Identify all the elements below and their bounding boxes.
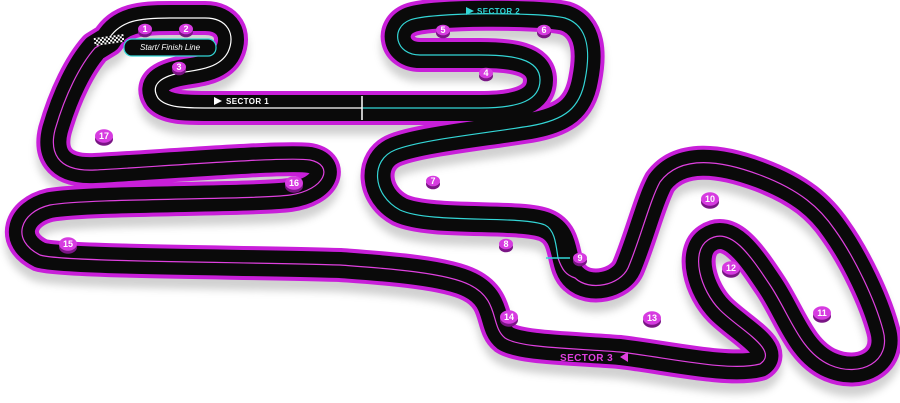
turn-marker-17: 17 <box>95 129 113 146</box>
turn-marker-top <box>499 238 513 250</box>
turn-number: 6 <box>541 25 546 35</box>
turn-marker-top <box>59 237 77 251</box>
turn-marker-13: 13 <box>643 311 661 328</box>
turn-number: 15 <box>63 239 73 249</box>
turn-marker-6: 6 <box>537 24 551 39</box>
turn-number: 14 <box>504 312 514 322</box>
turn-marker-15: 15 <box>59 237 77 254</box>
turn-marker-7: 7 <box>426 175 440 190</box>
turn-number: 11 <box>817 308 827 318</box>
sector-1-label: SECTOR 1 <box>214 97 269 106</box>
sector-1-text: SECTOR 1 <box>226 97 269 106</box>
turn-marker-11: 11 <box>813 306 831 323</box>
turn-number: 17 <box>99 131 109 141</box>
turn-marker-top <box>172 61 186 73</box>
turn-marker-5: 5 <box>436 24 450 39</box>
turn-marker-top <box>701 192 719 206</box>
turn-marker-top <box>179 23 193 35</box>
turn-marker-14: 14 <box>500 310 518 327</box>
turn-number: 13 <box>647 313 657 323</box>
sector-3-text: SECTOR 3 <box>560 353 613 364</box>
sector-2-arrow-icon <box>466 7 474 15</box>
turn-marker-top <box>138 23 152 35</box>
turn-marker-top <box>426 175 440 187</box>
turn-marker-top <box>500 310 518 324</box>
sector-2-racing-line <box>361 13 589 259</box>
sector-3-racing-line <box>21 39 886 371</box>
turn-marker-1: 1 <box>138 23 152 38</box>
turn-marker-top <box>285 176 303 190</box>
sector-1-arrow-icon <box>214 97 222 105</box>
turn-marker-16: 16 <box>285 176 303 193</box>
turn-number: 7 <box>430 176 435 186</box>
turn-marker-8: 8 <box>499 238 513 253</box>
turn-marker-top <box>813 306 831 320</box>
sector-2-label: SECTOR 2 <box>466 7 520 16</box>
start-finish-label: Start/ Finish Line <box>123 38 217 57</box>
turn-marker-top <box>95 129 113 143</box>
sector-1-racing-line <box>107 17 363 109</box>
turn-number: 10 <box>705 194 715 204</box>
turn-marker-top <box>573 252 587 264</box>
turn-number: 16 <box>289 178 299 188</box>
turn-marker-top <box>537 24 551 36</box>
turn-number: 8 <box>503 239 508 249</box>
turn-marker-12: 12 <box>722 261 740 278</box>
turn-marker-top <box>436 24 450 36</box>
turn-marker-top <box>643 311 661 325</box>
turn-marker-4: 4 <box>479 67 493 82</box>
turn-marker-2: 2 <box>179 23 193 38</box>
turn-marker-10: 10 <box>701 192 719 209</box>
turn-number: 1 <box>142 24 147 34</box>
turn-marker-top <box>479 67 493 79</box>
turn-marker-3: 3 <box>172 61 186 76</box>
sector-3-label: SECTOR 3 <box>560 352 628 364</box>
start-finish-checker <box>93 33 125 47</box>
turn-number: 9 <box>577 253 582 263</box>
turn-marker-9: 9 <box>573 252 587 267</box>
turn-marker-top <box>722 261 740 275</box>
turn-number: 4 <box>483 68 488 78</box>
turn-number: 3 <box>176 62 181 72</box>
turn-number: 2 <box>183 24 188 34</box>
start-finish-text: Start/ Finish Line <box>140 43 201 52</box>
turn-number: 5 <box>440 25 445 35</box>
turn-number: 12 <box>726 263 736 273</box>
sector-3-arrow-icon <box>620 352 628 362</box>
sector-2-text: SECTOR 2 <box>477 7 520 16</box>
